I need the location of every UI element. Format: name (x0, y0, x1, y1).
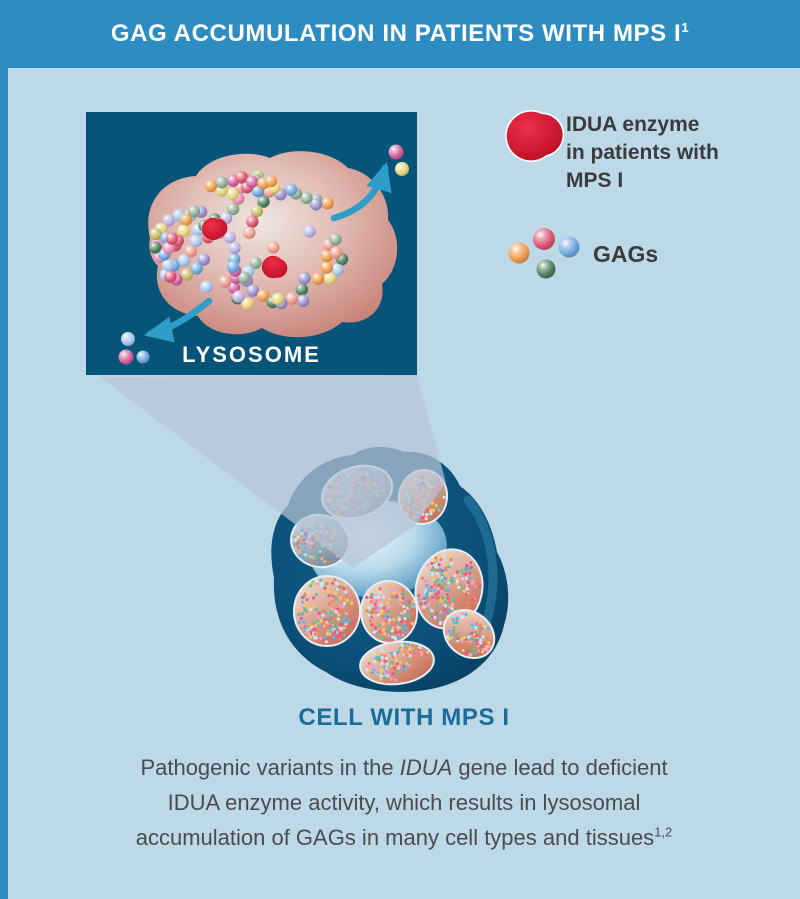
cell-label: CELL WITH MPS I (298, 704, 510, 731)
legend-gags-label: GAGs (593, 241, 659, 267)
lysosome-in-cell (414, 548, 484, 630)
gag-spheres-in-lysosome (148, 169, 349, 310)
caption-line: IDUA enzyme activity, which results in l… (167, 790, 641, 815)
caption-line: Pathogenic variants in the IDUA gene lea… (140, 755, 668, 780)
arrow-out-bottom-left-icon (143, 297, 213, 343)
escaping-gag-spheres (118, 144, 409, 365)
caption-text: Pathogenic variants in the IDUA gene lea… (30, 750, 778, 855)
lysosome-in-cell (292, 575, 362, 647)
magnification-beam (100, 375, 446, 568)
left-border-strip (0, 68, 8, 899)
red-crescent-enzyme-icon (502, 106, 567, 165)
lysosome-label: LYSOSOME (182, 342, 321, 367)
caption-line: accumulation of GAGs in many cell types … (135, 824, 673, 850)
lysosome-in-cell (359, 640, 435, 686)
lysosome-in-cell (442, 608, 496, 660)
title-footnote-marker: 1 (681, 20, 690, 35)
arrow-out-top-right-icon (330, 161, 392, 222)
legend-idua-label: IDUA enzyme in patients with MPS I (566, 113, 719, 192)
lysosome-in-cell (359, 580, 419, 644)
page-title: GAG ACCUMULATION IN PATIENTS WITH MPS I1 (110, 20, 690, 47)
header-bar: GAG ACCUMULATION IN PATIENTS WITH MPS I1 (0, 0, 800, 68)
gag-spheres-icon (508, 228, 580, 279)
